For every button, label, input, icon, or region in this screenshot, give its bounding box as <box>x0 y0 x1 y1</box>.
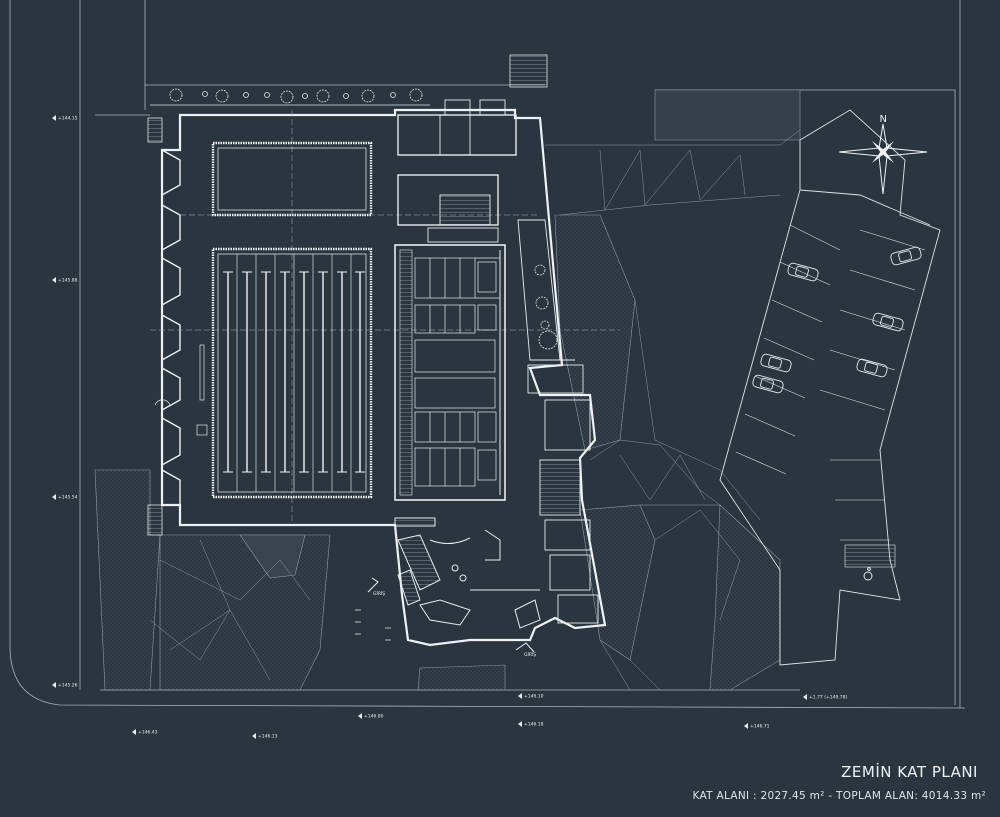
elevation-label: +145.54 <box>58 495 78 501</box>
parking-lot <box>719 109 941 666</box>
entrance-label: GİRİŞ <box>524 651 536 658</box>
service-rooms-north <box>397 99 517 243</box>
bike-racks <box>355 609 391 641</box>
tree-icon <box>316 89 330 103</box>
elevation-label: +146.71 <box>750 724 770 730</box>
pool-side-details <box>154 344 208 436</box>
small-pool <box>211 141 373 217</box>
car-icon <box>890 246 922 266</box>
tree-icon <box>169 88 183 102</box>
elevation-markers: +144.15 +145.88 +145.54 +145.26 +146.43 … <box>52 115 847 740</box>
car-icon <box>787 262 819 282</box>
tree-icon <box>215 89 229 103</box>
elevation-label: +146.13 <box>258 734 278 740</box>
parked-cars <box>752 246 922 394</box>
north-label: N <box>880 114 887 125</box>
tree-icon <box>361 89 375 103</box>
paving-lines <box>149 129 801 691</box>
elevation-label: +146.18 <box>524 722 544 728</box>
elevation-label: +146.43 <box>138 730 158 736</box>
entrance-arrow-icon <box>367 577 535 653</box>
elevation-label: +1.77 (+149.78) <box>809 695 847 701</box>
car-icon <box>856 358 888 378</box>
building-walls <box>160 108 607 647</box>
accessible-parking-icon <box>863 567 873 581</box>
east-spine <box>517 219 599 624</box>
tree-row <box>169 88 423 104</box>
drawing-title: ZEMİN KAT PLANI <box>841 763 978 781</box>
main-pool <box>211 247 373 499</box>
elevation-label: +145.88 <box>58 278 78 284</box>
tree-icon <box>280 90 294 104</box>
changing-rooms <box>394 244 506 501</box>
entrance-lobby <box>394 517 541 629</box>
tree-icon <box>409 88 423 102</box>
car-icon <box>752 374 784 394</box>
courtyard-trees <box>534 264 558 350</box>
north-strip <box>147 54 548 536</box>
entrance-label: GİRİŞ <box>373 590 385 597</box>
elevation-label: +146.80 <box>364 714 384 720</box>
facade-indents <box>161 149 181 505</box>
landscape-zones <box>94 89 801 691</box>
elevation-label: +144.15 <box>58 116 78 122</box>
elevation-label: +146.10 <box>524 694 544 700</box>
north-arrow-icon: N <box>838 114 928 195</box>
car-icon <box>872 312 904 332</box>
area-summary: KAT ALANI : 2027.45 m² - TOPLAM ALAN: 40… <box>692 790 986 802</box>
car-icon <box>760 353 792 373</box>
elevation-label: +145.26 <box>58 683 78 689</box>
